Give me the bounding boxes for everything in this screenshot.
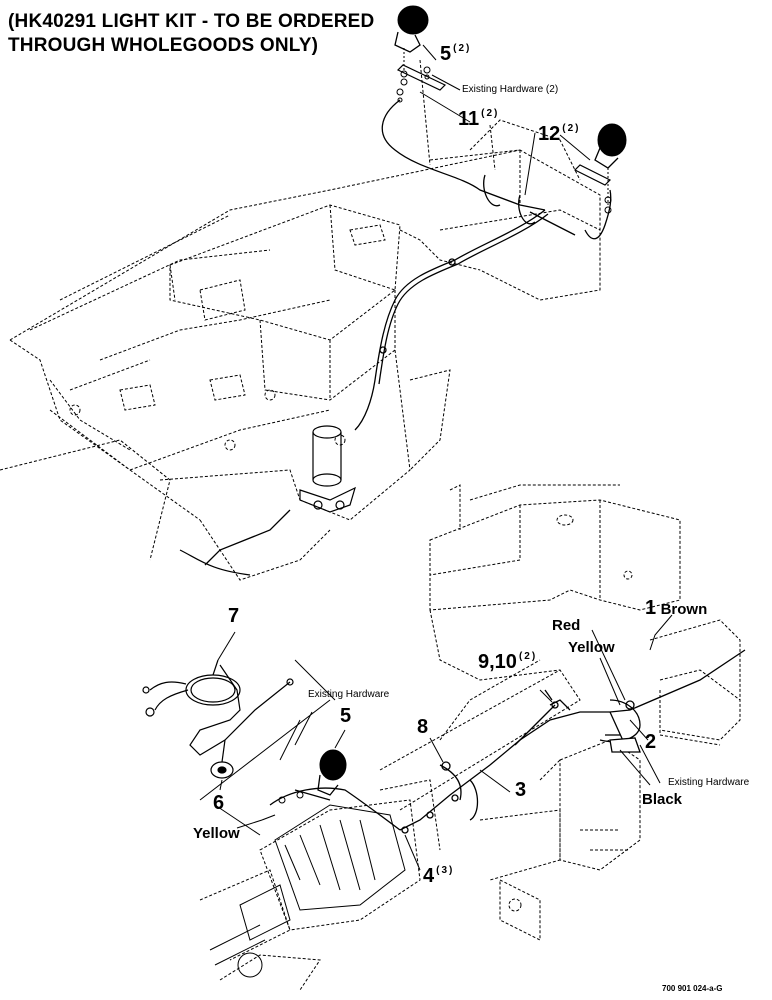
leader-lines [217, 44, 673, 871]
callout-number: 1 [645, 597, 657, 619]
existing-hardware-label-top: Existing Hardware (2) [462, 84, 559, 95]
title-line-1: (HK40291 LIGHT KIT - TO BE ORDERED [8, 11, 375, 32]
callout-qty: (2) [562, 123, 581, 134]
upper-harness [354, 99, 612, 431]
callout-number: 9,10 [478, 651, 517, 673]
right-lamp [573, 123, 627, 214]
callout-12: 12(2) [538, 123, 581, 145]
wire-label-red: Red [552, 617, 581, 634]
callout-8: 8 [417, 717, 428, 737]
callout-number: 6 [213, 792, 225, 814]
wire-label-black: Black [642, 791, 683, 808]
callout-qty: (2) [453, 43, 472, 54]
upper-cylinder [179, 425, 356, 576]
upper-frame [0, 59, 601, 581]
callout-number: 3 [515, 779, 527, 801]
callout-5-bottom: 5 [340, 706, 351, 726]
callout-9-10: 9,10(2) [478, 651, 538, 673]
callout-4: 4(3) [423, 865, 455, 887]
callout-qty: (3) [436, 865, 455, 876]
wire-label-yellow-left: Yellow [193, 825, 240, 842]
gearbox [209, 804, 406, 978]
callout-number: 4 [423, 865, 435, 887]
harness-kit-item-7 [142, 659, 294, 756]
callout-7: 7 [228, 606, 239, 626]
callout-qty: (2) [518, 651, 538, 662]
lower-harness [269, 649, 746, 834]
callout-1: 1 Brown [645, 598, 707, 618]
callout-number: 5 [440, 43, 452, 65]
upper-lamp [394, 5, 447, 103]
lower-lamp [261, 749, 347, 821]
callout-number: 8 [417, 716, 429, 738]
title-line-2: THROUGH WHOLEGOODS ONLY) [8, 35, 319, 56]
callout-number: 11 [458, 108, 480, 130]
lower-frame [199, 484, 741, 991]
callout-6: 6 [213, 793, 224, 813]
callout-qty: (2) [481, 108, 500, 119]
callout-11: 11(2) [458, 108, 500, 130]
kit-title: (HK40291 LIGHT KIT - TO BE ORDERED THROU… [8, 10, 374, 58]
callout-number: 7 [228, 605, 240, 627]
figure-code: 700 901 024-a-G [662, 984, 723, 993]
grommet-item-6 [210, 739, 234, 779]
callout-number: 2 [645, 731, 657, 753]
callout-3: 3 [515, 780, 526, 800]
callout-5-top: 5(2) [440, 43, 472, 65]
wire-color-brown: Brown [660, 601, 708, 618]
existing-hardware-label-right: Existing Hardware [668, 777, 750, 788]
callout-2: 2 [645, 732, 656, 752]
wire-label-yellow-right: Yellow [568, 639, 615, 656]
existing-hardware-label-left: Existing Hardware [308, 689, 390, 700]
callout-number: 5 [340, 705, 352, 727]
callout-number: 12 [538, 123, 561, 145]
